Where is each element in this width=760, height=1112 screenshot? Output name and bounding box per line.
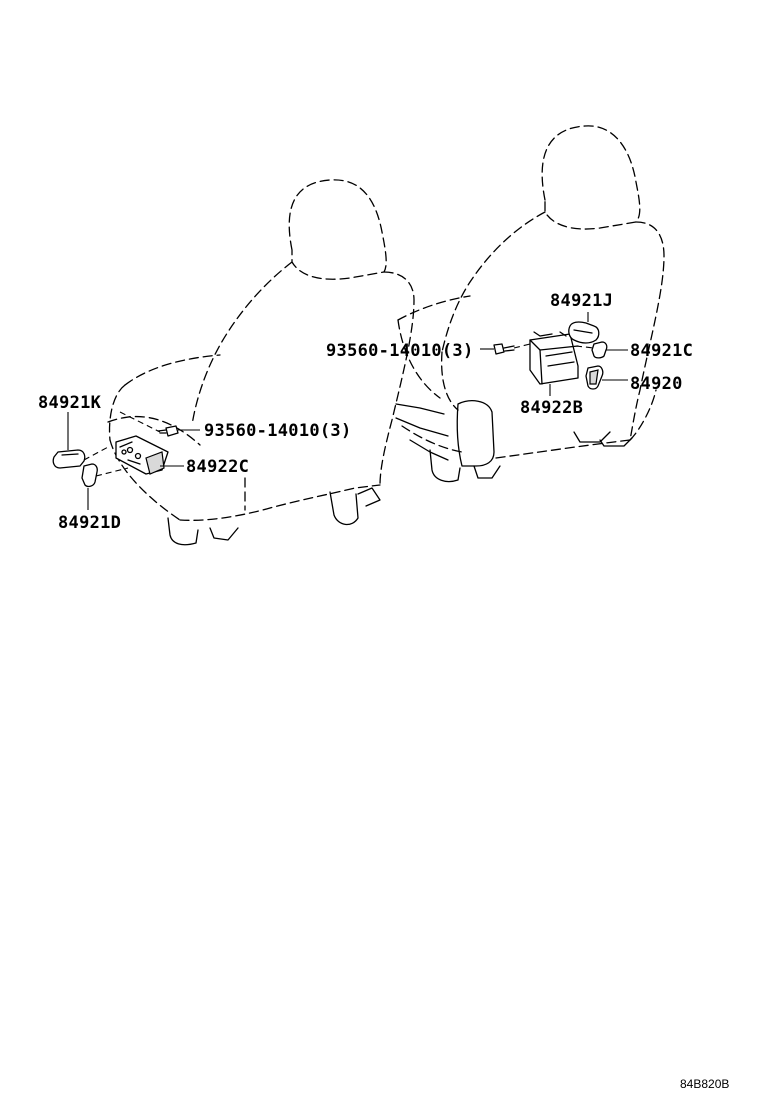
label-84921D: 84921D xyxy=(58,513,121,533)
label-84921K: 84921K xyxy=(38,393,102,413)
right-seat-outline xyxy=(395,125,665,483)
right-84921J-knob xyxy=(568,321,600,344)
right-93560-screw xyxy=(493,343,515,355)
left-93560-screw xyxy=(157,425,179,437)
label-84922B: 84922B xyxy=(520,398,583,418)
left-seat-outline xyxy=(107,179,415,546)
left-84921D-knob xyxy=(81,463,98,488)
illustration-code: 84B820B xyxy=(680,1077,729,1091)
label-84922C: 84922C xyxy=(186,457,249,477)
label-93560-right: 93560-14010(3) xyxy=(326,341,474,361)
label-84921C: 84921C xyxy=(630,341,693,361)
right-84921C-knob xyxy=(591,341,608,359)
left-84922C-switch xyxy=(115,435,169,475)
label-84920: 84920 xyxy=(630,374,683,394)
right-leaders xyxy=(480,312,628,396)
right-84920-knob xyxy=(585,365,604,390)
left-leaders xyxy=(67,411,200,510)
label-93560-left: 93560-14010(3) xyxy=(204,421,352,441)
left-84921K-knob xyxy=(52,449,86,469)
right-84922B-module xyxy=(529,331,579,385)
label-84921J: 84921J xyxy=(550,291,613,311)
